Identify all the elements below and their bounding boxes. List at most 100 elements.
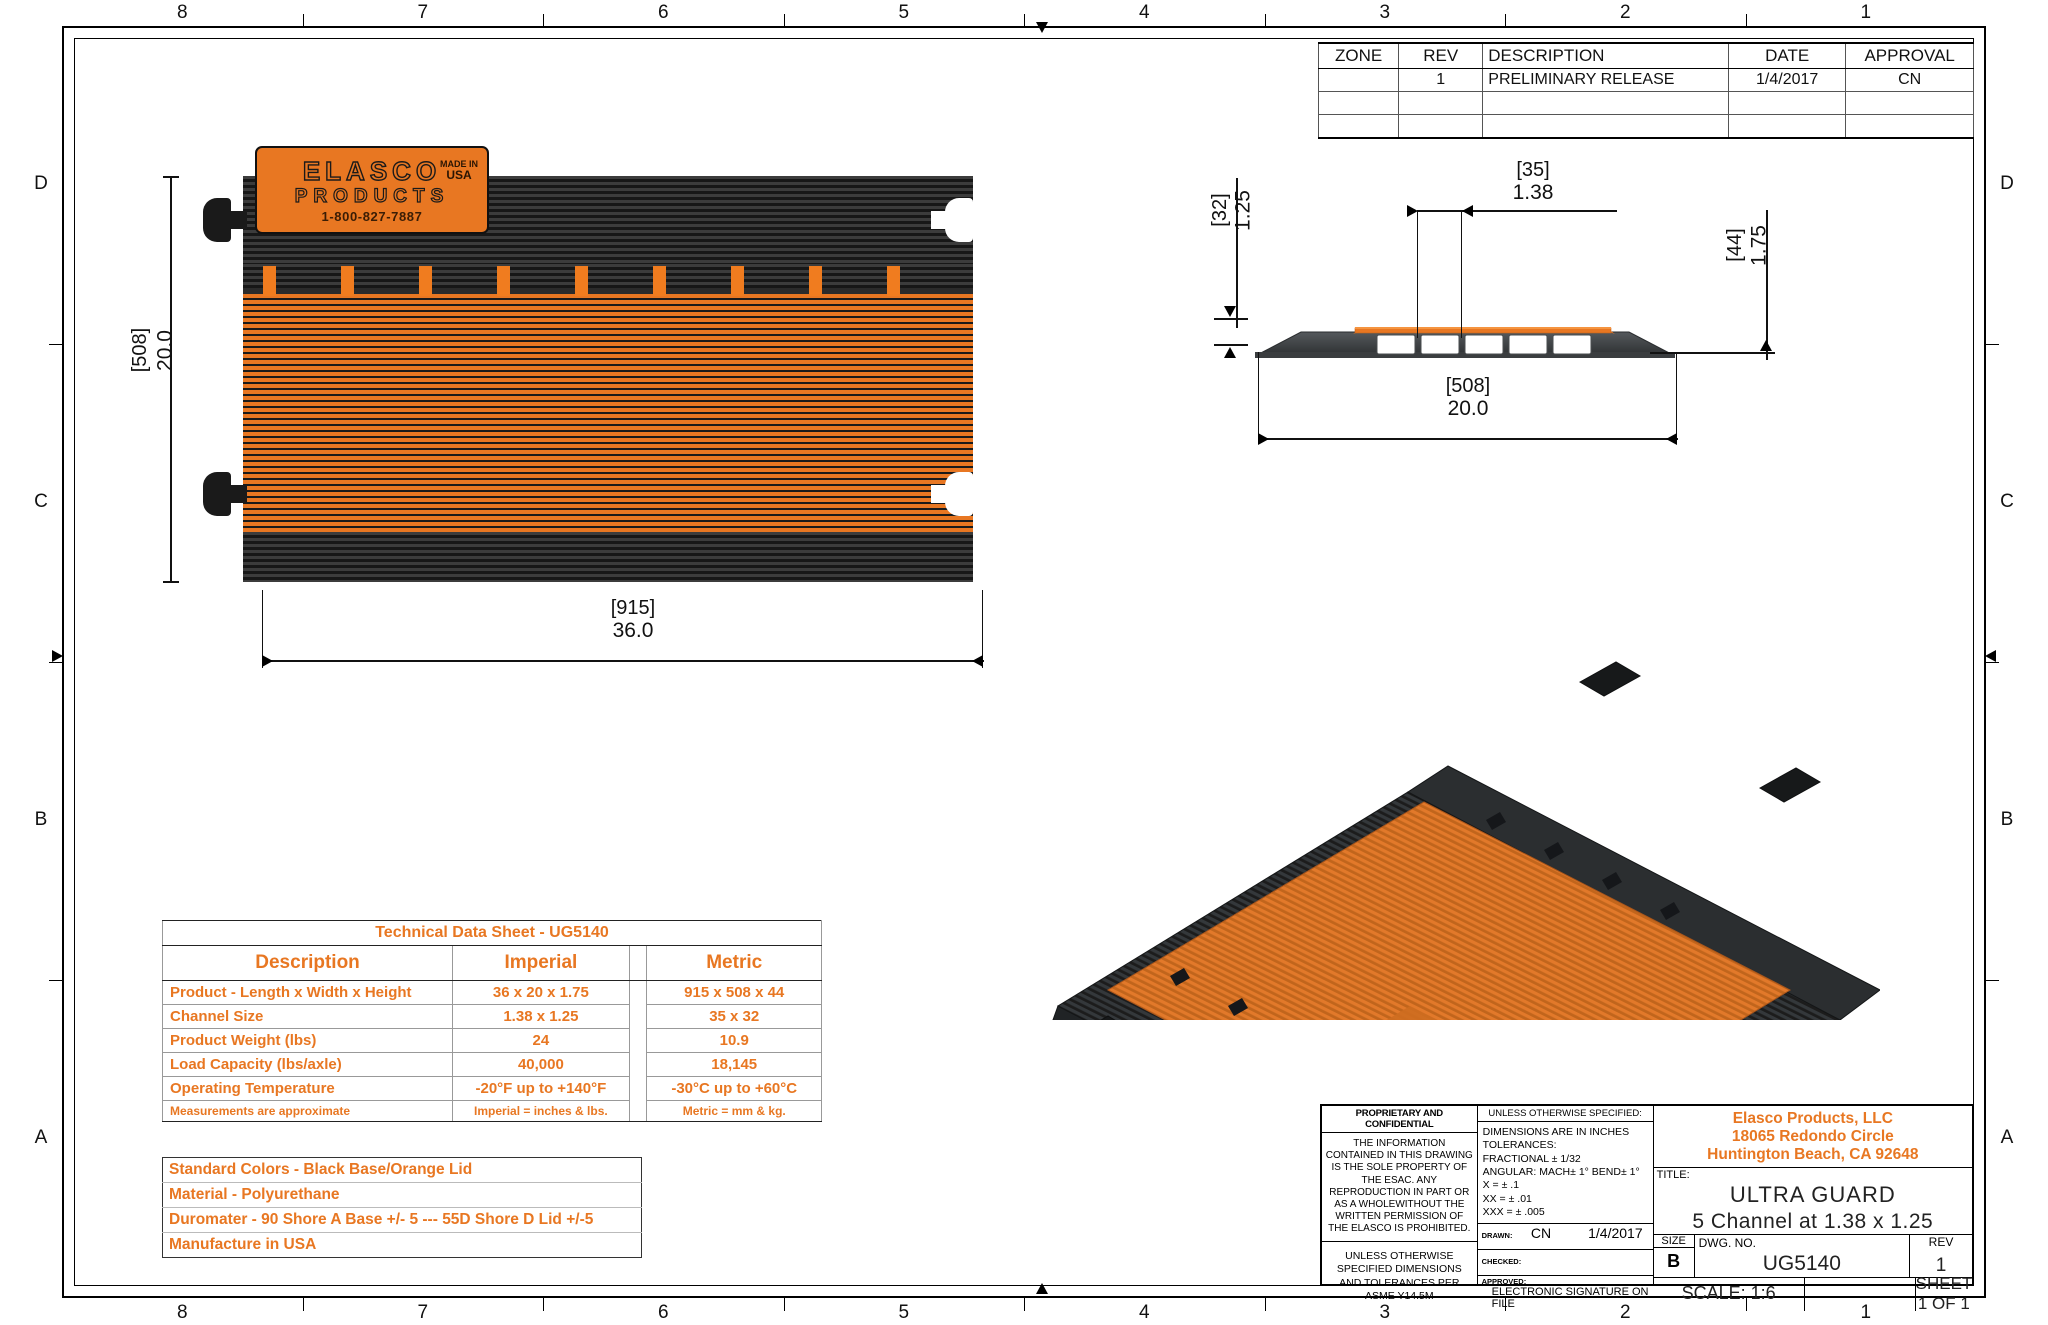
dim-sect-width-ext-r bbox=[1676, 352, 1678, 444]
zone-tick bbox=[1745, 14, 1747, 27]
zone-label-left-A: A bbox=[34, 1127, 48, 1148]
dim-ch-width-label: [35] 1.38 bbox=[1478, 160, 1588, 203]
drawing-title-box: TITLE: ULTRA GUARD 5 Channel at 1.38 x 1… bbox=[1653, 1168, 1972, 1235]
hinge-tab bbox=[497, 266, 510, 296]
dim-ch-width-ext-l bbox=[1417, 210, 1419, 338]
tds-title-row: Technical Data Sheet - UG5140 bbox=[162, 920, 822, 946]
zone-tick bbox=[1264, 1298, 1266, 1311]
tds-footer-imperial: Imperial = inches & lbs. bbox=[452, 1100, 630, 1122]
dim-ch-height-arrow-a bbox=[1224, 306, 1236, 317]
hinge-tab bbox=[263, 266, 276, 296]
tds-cell-metric: 35 x 32 bbox=[646, 1004, 822, 1029]
revision-cell-date bbox=[1728, 114, 1847, 139]
dim-ch-width-line bbox=[1417, 210, 1617, 212]
spec-line-xxx: XXX = ± .005 bbox=[1482, 1205, 1545, 1218]
tds-cell-description: Product - Length x Width x Height bbox=[161, 980, 454, 1005]
tds-cell-imperial: 36 x 20 x 1.75 bbox=[452, 980, 630, 1005]
revision-cell-description bbox=[1482, 91, 1730, 115]
revision-row bbox=[1317, 91, 1974, 115]
revision-row: 1 PRELIMINARY RELEASE 1/4/2017 CN bbox=[1317, 68, 1974, 92]
proprietary-notice-column: PROPRIETARY AND CONFIDENTIAL THE INFORMA… bbox=[1322, 1106, 1478, 1302]
tds-footer-row: Measurements are approximate Imperial = … bbox=[161, 1100, 822, 1122]
zone-tick bbox=[1986, 980, 1999, 982]
dim-ch-height-ext bbox=[1236, 178, 1238, 328]
zone-tick bbox=[543, 1298, 545, 1311]
zone-label-bottom-1: 1 bbox=[1860, 1302, 1872, 1323]
zone-label-left-D: D bbox=[34, 173, 48, 194]
zone-label-top-5: 5 bbox=[898, 2, 910, 23]
zone-tick bbox=[1264, 14, 1266, 27]
elasco-logo-plate: ELASCO PRODUCTS 1-800-827-7887 MADE IN U… bbox=[255, 146, 489, 234]
dim-sect-width-arrow-r bbox=[1666, 433, 1677, 445]
hinge-tab bbox=[809, 266, 822, 296]
dim-ch-height-imperial: 1.25 bbox=[1231, 190, 1255, 231]
tds-cell-imperial: -20°F up to +140°F bbox=[452, 1076, 630, 1101]
zone-label-top-7: 7 bbox=[417, 2, 429, 23]
scale-label: SCALE: 1:6 bbox=[1654, 1277, 1805, 1311]
dim-ch-height-lo bbox=[1214, 318, 1248, 320]
zone-tick bbox=[1986, 662, 1999, 664]
tds-footer-metric: Metric = mm & kg. bbox=[646, 1100, 822, 1122]
tds-cell-imperial: 1.38 x 1.25 bbox=[452, 1004, 630, 1029]
tds-footer-description: Measurements are approximate bbox=[161, 1100, 454, 1122]
dim-ch-height-label-i: 1.25 bbox=[1231, 166, 1255, 256]
hinge-tab bbox=[731, 266, 744, 296]
company-name: Elasco Products, LLC bbox=[1732, 1110, 1893, 1127]
dim-length-metric: [915] bbox=[610, 597, 656, 619]
spec-line-xx: XX = ± .01 bbox=[1482, 1192, 1532, 1205]
note-row: Standard Colors - Black Base/Orange Lid bbox=[162, 1157, 642, 1183]
technical-data-sheet-table: Technical Data Sheet - UG5140 Descriptio… bbox=[161, 920, 822, 1122]
dim-width-line bbox=[170, 176, 172, 582]
revision-cell-zone bbox=[1317, 91, 1400, 115]
note-standard-colors: Standard Colors - Black Base/Orange Lid bbox=[162, 1157, 642, 1183]
dim-width-label-imp: 20.0 bbox=[154, 306, 177, 396]
note-row: Material - Polyurethane bbox=[162, 1182, 642, 1208]
size-cell: SIZE B bbox=[1653, 1234, 1695, 1277]
revision-cell-rev: 1 bbox=[1398, 68, 1484, 92]
dim-length-line bbox=[262, 660, 984, 662]
scale-spacer bbox=[1805, 1277, 1916, 1311]
logo-brand-name: ELASCO bbox=[302, 155, 442, 186]
drawing-inner-border bbox=[74, 38, 1974, 1286]
zone-label-bottom-5: 5 bbox=[898, 1302, 910, 1323]
dim-ch-width-ext-r bbox=[1461, 210, 1463, 338]
zone-tick bbox=[302, 1298, 304, 1311]
tds-row: Operating Temperature -20°F up to +140°F… bbox=[161, 1076, 822, 1101]
revision-header-zone: ZONE bbox=[1317, 42, 1400, 69]
revision-cell-zone bbox=[1317, 68, 1400, 92]
hinge-tab bbox=[341, 266, 354, 296]
drawn-by: CN bbox=[1530, 1225, 1552, 1242]
revision-header-row: ZONE REV DESCRIPTION DATE APPROVAL bbox=[1317, 42, 1974, 69]
made-in-text: MADE IN bbox=[440, 159, 478, 169]
center-mark-right bbox=[1985, 650, 1996, 662]
spec-line-tolerances: TOLERANCES: bbox=[1482, 1139, 1557, 1152]
dim-oh-base bbox=[1650, 352, 1775, 354]
made-in-usa-mark: MADE IN USA bbox=[440, 159, 478, 183]
dim-oh-label-i: 1.75 bbox=[1748, 201, 1771, 291]
spec-line-angular: ANGULAR: MACH± 1° BEND± 1° bbox=[1482, 1165, 1640, 1178]
revision-cell-rev bbox=[1398, 114, 1484, 139]
dwg-no-value: UG5140 bbox=[1762, 1251, 1841, 1275]
dim-sect-width-label: [508] 20.0 bbox=[1413, 376, 1523, 419]
dim-sect-width-imperial: 20.0 bbox=[1447, 397, 1489, 420]
spec-line-dimensions: DIMENSIONS ARE IN INCHES bbox=[1482, 1126, 1630, 1138]
note-manufacture: Manufacture in USA bbox=[162, 1232, 642, 1258]
dovetail-socket-right bbox=[931, 472, 973, 516]
note-row: Duromater - 90 Shore A Base +/- 5 --- 55… bbox=[162, 1207, 642, 1233]
zone-tick bbox=[49, 980, 62, 982]
dim-length-ext-right bbox=[982, 590, 984, 668]
approved-label: APPROVED: bbox=[1481, 1277, 1527, 1287]
usa-text: USA bbox=[446, 168, 472, 183]
dim-oh-label-m: [44] bbox=[1724, 200, 1746, 290]
zone-tick bbox=[1505, 14, 1507, 27]
dim-ch-width-arrow-r bbox=[1462, 205, 1473, 217]
hinge-tab bbox=[653, 266, 666, 296]
checked-row: CHECKED: bbox=[1477, 1250, 1653, 1277]
drawn-row: DRAWN: 1/4/2017 CN bbox=[1477, 1224, 1653, 1251]
tds-row: Load Capacity (lbs/axle) 40,000 18,145 bbox=[161, 1052, 822, 1077]
tds-gap bbox=[628, 1004, 648, 1029]
zone-label-top-1: 1 bbox=[1860, 2, 1872, 23]
tds-header-row: Description Imperial Metric bbox=[161, 945, 822, 981]
dim-ch-height-metric: [32] bbox=[1209, 193, 1231, 227]
revision-header-rev: REV bbox=[1398, 42, 1484, 69]
